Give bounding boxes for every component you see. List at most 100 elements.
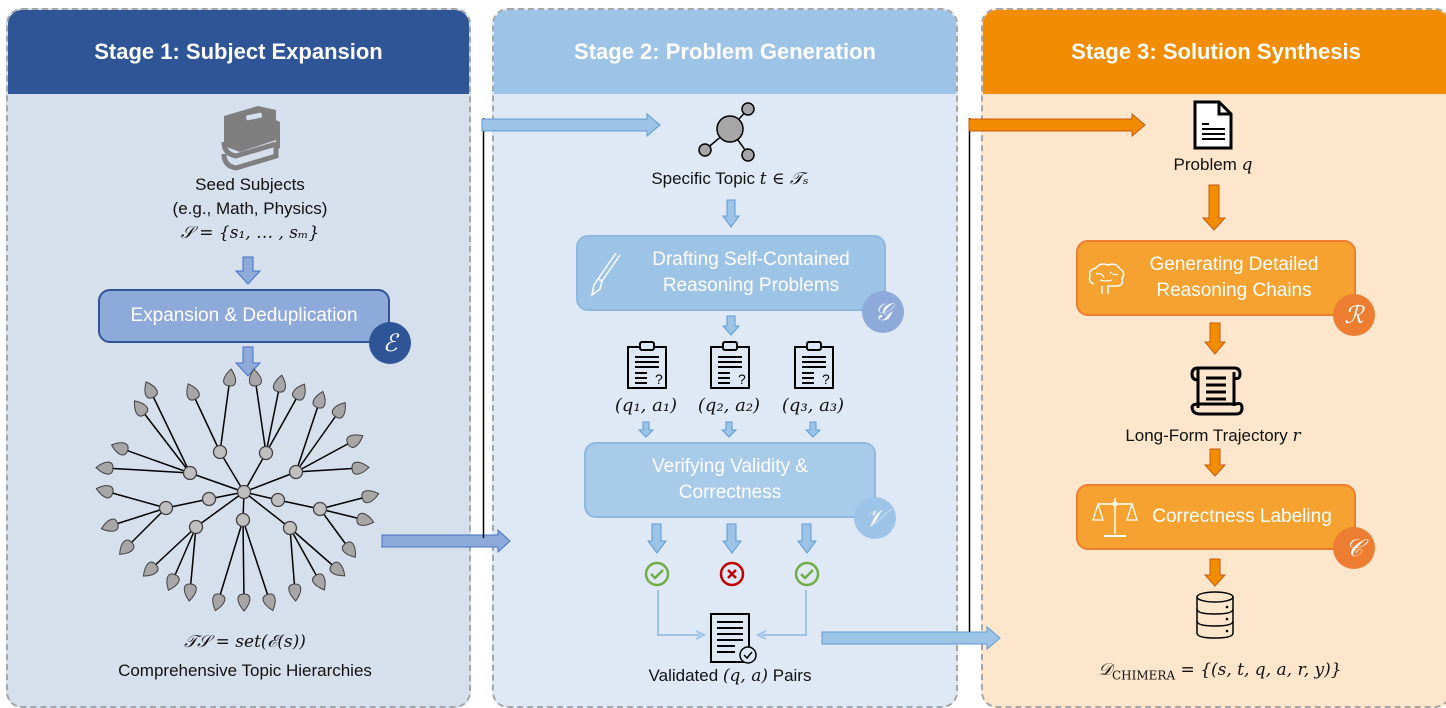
tree-edge — [191, 391, 221, 453]
tree-edge — [243, 471, 297, 493]
drafting-label-line1: Drafting Self-Contained — [652, 249, 850, 270]
correctness-labeling-box: Correctness Labeling — [1076, 484, 1356, 550]
tree-edge — [119, 447, 191, 474]
dataset-tuple: = {(s, t, q, a, r, y)} — [1175, 660, 1342, 680]
tree-leaf — [331, 402, 346, 419]
down-arrow-icon — [804, 421, 822, 438]
validated-prefix: Validated — [648, 666, 719, 685]
down-arrow-icon — [1203, 448, 1227, 477]
tree-edge — [125, 507, 167, 549]
down-arrow-icon — [1203, 558, 1227, 587]
tree-edge — [289, 527, 339, 571]
tree-edge — [109, 507, 167, 527]
tree-leaf — [341, 541, 356, 558]
tree-edge — [295, 399, 321, 473]
reasoner-badge: ℛ — [1333, 294, 1375, 336]
tree-leaf — [95, 485, 114, 499]
tree-edge — [254, 377, 267, 454]
topic-set-formula: 𝒯𝒮 = set(ℰ(s)) — [184, 632, 306, 652]
down-arrow-icon — [1201, 184, 1227, 231]
tree-leaf — [95, 461, 114, 475]
drafting-label-line2: Reasoning Problems — [662, 275, 840, 296]
tree-leaf — [329, 561, 346, 577]
stage3-entry-arrow — [968, 112, 1146, 138]
tree-node — [270, 492, 286, 508]
svg-text:?: ? — [738, 371, 746, 387]
validated-document-icon — [710, 613, 757, 664]
tree-edge — [265, 391, 301, 454]
trajectory-formula: r — [1292, 426, 1301, 446]
tree-edge — [265, 383, 281, 454]
topic-tree-icon — [95, 368, 380, 612]
merge-lines — [657, 590, 807, 640]
tree-leaf — [166, 573, 180, 591]
tree-leaf — [119, 539, 135, 555]
tree-edge — [189, 472, 245, 493]
validated-suffix: Pairs — [772, 666, 812, 685]
candidate-pair-label: (q₁, a₁) — [614, 395, 678, 416]
tree-leaf — [223, 368, 237, 387]
down-arrow-icon — [722, 199, 740, 228]
tree-leaf — [248, 368, 262, 387]
tree-leaf — [237, 593, 251, 612]
clipboard-question-icon: ? — [710, 341, 750, 389]
down-arrow-icon — [720, 421, 738, 438]
tree-edge — [243, 452, 267, 493]
seed-subjects-formula: 𝒮 = {s₁, … , sₘ} — [180, 223, 320, 243]
database-icon — [1196, 591, 1234, 639]
candidate-pair-label: (q₂, a₂) — [697, 395, 761, 416]
x-circle-icon — [719, 561, 745, 587]
expansion-badge: ℰ — [369, 322, 411, 364]
tree-leaf — [212, 593, 226, 612]
stage2-to-stage3-arrow — [821, 625, 1001, 651]
generator-badge: 𝒢 — [862, 291, 904, 333]
tree-leaf — [100, 518, 119, 532]
tree-edge — [295, 467, 361, 473]
tree-leaf — [312, 390, 326, 409]
connector-line — [482, 118, 485, 538]
tree-edge — [165, 498, 210, 509]
tree-leaf — [186, 383, 200, 401]
tree-leaf — [262, 593, 276, 612]
tree-node — [158, 500, 174, 516]
seed-subjects-examples: (e.g., Math, Physics) — [172, 199, 328, 218]
reasoning-label-line2: Reasoning Chains — [1156, 280, 1312, 301]
svg-text:?: ? — [655, 371, 663, 387]
tree-edge — [242, 519, 271, 603]
verifying-label-line2: Correctness — [678, 482, 782, 503]
problem-label: Problem q — [1113, 155, 1313, 175]
stage3-header: Stage 3: Solution Synthesis — [983, 10, 1446, 94]
tree-node — [258, 445, 274, 461]
tree-edge — [242, 519, 245, 603]
specific-topic-formula: t ∈ 𝒯ₛ — [759, 169, 809, 189]
critic-badge: 𝒞 — [1333, 527, 1375, 569]
tree-node — [235, 512, 251, 528]
check-circle-icon — [794, 561, 820, 587]
down-arrow-icon — [1203, 322, 1227, 355]
tree-leaf — [361, 490, 380, 504]
down-arrow-icon — [797, 523, 817, 554]
tree-edge — [217, 519, 244, 603]
down-arrow-icon — [637, 421, 655, 438]
candidate-pair-label: (q₃, a₃) — [781, 395, 845, 416]
tree-leaf — [142, 561, 159, 577]
tree-leaf — [288, 583, 302, 602]
tree-edge — [219, 451, 245, 493]
tree-edge — [171, 526, 197, 583]
verifying-label-line1: Verifying Validity & — [652, 456, 808, 477]
tree-leaf — [133, 400, 149, 417]
trajectory-text: Long-Form Trajectory — [1125, 426, 1288, 445]
specific-topic-text: Specific Topic — [651, 169, 755, 188]
tree-leaf — [110, 442, 129, 456]
tree-node — [182, 465, 198, 481]
tree-leaf — [292, 383, 306, 401]
tree-edge — [219, 377, 231, 453]
brain-icon — [1088, 263, 1125, 294]
validated-formula: (q, a) — [722, 666, 768, 686]
svg-text:?: ? — [822, 371, 830, 387]
tree-edge — [104, 467, 191, 474]
expansion-dedup-box: Expansion & Deduplication — [98, 289, 390, 343]
down-arrow-icon — [647, 523, 667, 554]
scales-icon — [1092, 498, 1138, 537]
tree-edge — [289, 527, 296, 593]
